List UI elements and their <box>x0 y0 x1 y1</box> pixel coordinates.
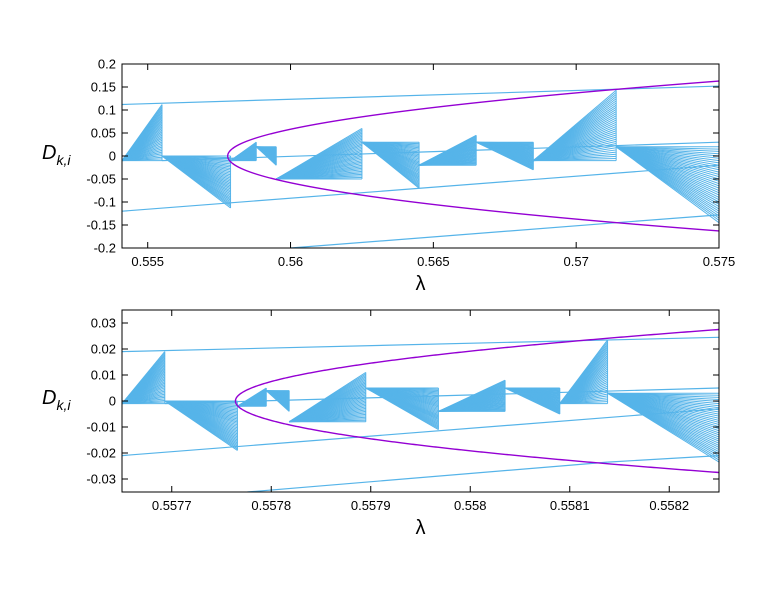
x-tick-label: 0.5582 <box>649 498 689 513</box>
plot-area <box>122 80 719 248</box>
fan-ray-line <box>365 387 439 431</box>
sequence-line <box>164 387 719 405</box>
y-tick-label: -0.03 <box>86 472 116 487</box>
fan-ray-line <box>361 141 420 189</box>
fan-series-1 <box>161 155 232 209</box>
y-tick-label: -0.15 <box>86 218 116 233</box>
fan-series-2 <box>237 387 267 407</box>
fan-series-5 <box>365 387 439 431</box>
x-tick-label: 0.56 <box>278 254 303 269</box>
fan-series-4 <box>288 371 367 423</box>
x-tick-label: 0.565 <box>417 254 450 269</box>
fan-series-5 <box>361 141 420 189</box>
x-tick-label: 0.5581 <box>550 498 590 513</box>
fan-series-0 <box>122 351 166 405</box>
fan-series-1 <box>164 400 238 451</box>
x-tick-label: 0.5577 <box>152 498 192 513</box>
y-axis-title-subscript: k,i <box>56 152 71 168</box>
envelope-upper-line <box>226 80 719 156</box>
y-axis-title: Dk,i <box>42 142 71 168</box>
y-tick-label: 0.03 <box>91 316 116 331</box>
fan-series-0 <box>122 104 163 162</box>
y-tick-label: 0.05 <box>91 126 116 141</box>
fan-series-3 <box>255 146 277 166</box>
y-axis-title: Dk,i <box>42 387 71 413</box>
sequence-line <box>122 408 719 457</box>
sequence-line <box>122 336 719 353</box>
y-axis-title-subscript: k,i <box>56 397 71 413</box>
envelope-lower-line <box>226 156 719 232</box>
y-tick-label: 0.1 <box>98 103 116 118</box>
fan-ray-line <box>475 141 534 171</box>
fan-series-9 <box>607 392 719 463</box>
fan-series-8 <box>559 339 609 405</box>
fan-ray-line <box>161 155 231 209</box>
sequence-line <box>607 455 719 463</box>
plot-area <box>122 328 719 492</box>
x-tick-label: 0.558 <box>454 498 487 513</box>
y-axis-title-main: D <box>42 142 56 164</box>
sequence-line <box>161 141 719 162</box>
y-tick-label: 0.2 <box>98 57 116 72</box>
y-tick-label: -0.1 <box>94 195 116 210</box>
envelope-lower-line <box>234 400 719 474</box>
y-tick-label: 0 <box>109 394 116 409</box>
sequence-line <box>290 222 617 248</box>
y-tick-label: -0.01 <box>86 420 116 435</box>
fan-series-7 <box>475 141 534 171</box>
y-tick-label: -0.05 <box>86 172 116 187</box>
y-tick-label: 0 <box>109 149 116 164</box>
x-tick-label: 0.5578 <box>251 498 291 513</box>
y-tick-label: 0.02 <box>91 342 116 357</box>
y-axis-title-main: D <box>42 387 56 409</box>
y-tick-label: -0.2 <box>94 241 116 256</box>
y-tick-label: -0.02 <box>86 446 116 461</box>
envelope-upper-line <box>234 328 719 402</box>
x-tick-label: 0.575 <box>703 254 736 269</box>
fan-ray-line <box>504 387 561 415</box>
fan-series-8 <box>533 89 617 162</box>
sequence-line <box>247 461 608 492</box>
bottom-plot-panel: 0.5577 0.5578 0.5579 0.558 0.5581 0.5582 -0.03… <box>42 309 720 539</box>
x-tick-label: 0.555 <box>131 254 164 269</box>
fan-series-9 <box>615 146 719 224</box>
fan-series-7 <box>504 387 561 415</box>
top-plot-panel: 0.555 0.56 0.565 0.57 0.575 -0.2 -0.15 -0.1 -0.0… <box>42 57 735 296</box>
x-axis-title: λ <box>416 517 426 539</box>
fan-ray-line <box>615 146 719 224</box>
fan-ray-line <box>607 392 719 463</box>
x-tick-label: 0.5579 <box>351 498 391 513</box>
x-tick-label: 0.57 <box>564 254 589 269</box>
y-tick-label: 0.15 <box>91 80 116 95</box>
sequence-line <box>616 214 719 224</box>
y-tick-label: 0.01 <box>91 368 116 383</box>
fan-ray-line <box>255 146 277 166</box>
fan-ray-line <box>164 400 238 451</box>
fan-series-4 <box>275 127 363 180</box>
sequence-line <box>122 164 719 212</box>
x-axis-title: λ <box>416 273 426 295</box>
